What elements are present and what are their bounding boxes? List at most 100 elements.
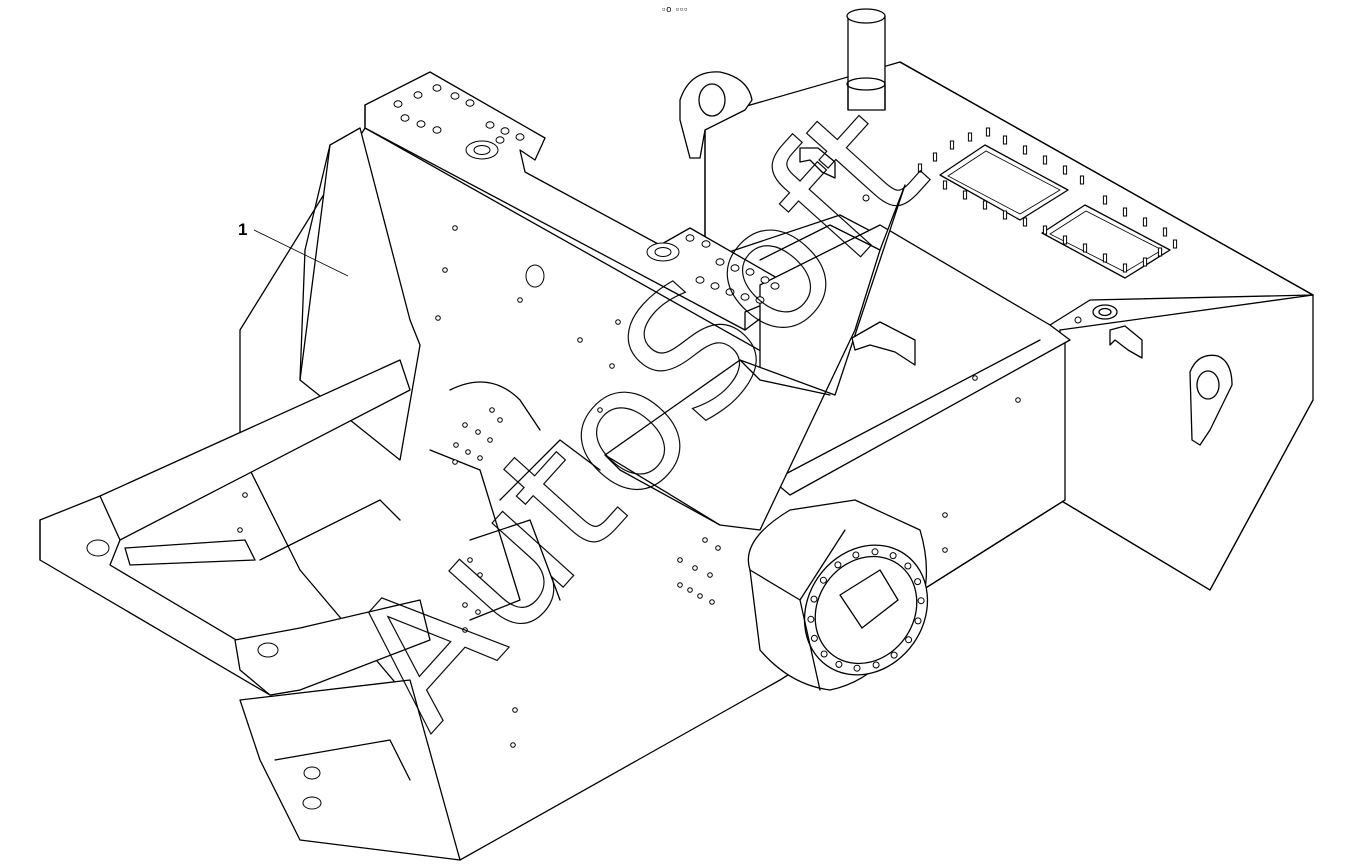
hatch-stud: [1002, 135, 1008, 145]
swing-ring-bolts: [807, 548, 925, 672]
bracket-rear-2: [1109, 325, 1143, 359]
deck-hole: [701, 240, 711, 248]
deck-hole: [413, 91, 423, 99]
swing-ring: [747, 499, 929, 691]
wall-hole: [677, 557, 683, 563]
hatch-stud: [1082, 243, 1088, 253]
wall-hole: [972, 375, 978, 381]
wall-hole: [467, 557, 473, 563]
ring-bolt-hole: [890, 651, 898, 659]
wall-hole: [709, 599, 715, 605]
top-reference-mark: ▫o ▫▫▫: [662, 4, 689, 14]
hatch-stud: [1042, 225, 1048, 235]
hatch-stud: [1142, 257, 1148, 267]
hatch-stud: [962, 190, 968, 200]
ring-bolt-hole: [819, 576, 827, 584]
callout-leader-1: [253, 229, 349, 277]
wall-hole: [577, 337, 583, 343]
hatch-stud: [1102, 195, 1108, 205]
deck-hole: [393, 100, 403, 108]
deck-hole: [400, 114, 410, 122]
wall-hole: [677, 582, 683, 588]
front-crossbeam: [39, 359, 411, 696]
hatch-stud: [1002, 210, 1008, 220]
ring-bolt-hole: [835, 660, 843, 668]
ring-bolt-hole: [810, 634, 818, 642]
hatch-stud: [949, 140, 955, 150]
ring-bolt-hole: [917, 597, 925, 605]
flange-rear: [862, 194, 1118, 324]
wall-hole: [487, 437, 493, 443]
deck-hole: [760, 276, 770, 284]
hatch-stud: [917, 163, 923, 173]
inspection-hatch-1: [939, 144, 1069, 221]
wall-hole: [465, 449, 471, 455]
deck-hole: [710, 282, 720, 290]
deck-hole: [740, 293, 750, 301]
lower-mount-plate: [239, 679, 461, 861]
hatch-stud: [1079, 175, 1085, 185]
wall-hole: [453, 442, 459, 448]
wall-hole: [1015, 397, 1021, 403]
wall-hole: [497, 417, 503, 423]
wall-hole: [942, 512, 948, 518]
wall-hole: [707, 572, 713, 578]
deck-hole: [495, 136, 505, 144]
hatch-stud: [982, 200, 988, 210]
deck-hole: [450, 92, 460, 100]
ring-bolt-hole: [914, 617, 922, 625]
hatch-stud: [1122, 263, 1128, 273]
hatch-stud: [1172, 239, 1178, 249]
deck-hole: [730, 264, 740, 272]
wall-hole: [462, 627, 468, 633]
deck-hole: [745, 268, 755, 276]
wall-hole: [715, 545, 721, 551]
ring-bolt-hole: [834, 561, 842, 569]
wall-hole: [687, 587, 693, 593]
ring-bolt-hole: [853, 664, 861, 672]
wall-hole: [697, 593, 703, 599]
hatch-stud: [1162, 227, 1168, 237]
hatch-stud: [1042, 155, 1048, 165]
wall-hole: [475, 609, 481, 615]
deck-hole: [432, 126, 442, 134]
wall-hole: [489, 407, 495, 413]
hatch-stud: [1022, 217, 1028, 227]
hatch-stud: [1062, 235, 1068, 245]
ring-bolt-hole: [914, 578, 922, 586]
ring-bolt-hole: [820, 650, 828, 658]
hatch-stud: [932, 152, 938, 162]
ring-bolt-hole: [904, 562, 912, 570]
hatch-stud: [1102, 253, 1108, 263]
hatch-bolts: [917, 127, 1178, 273]
hatch-stud: [1142, 217, 1148, 227]
wall-hole: [942, 547, 948, 553]
hatch-stud: [942, 180, 948, 190]
deck-hole: [500, 127, 510, 135]
wall-hole: [442, 267, 448, 273]
deck-hole: [485, 121, 495, 129]
deck-hole: [715, 258, 725, 266]
wall-hole: [477, 572, 483, 578]
deck-holes: [393, 84, 780, 304]
wall-hole: [462, 602, 468, 608]
callout-label-1: 1: [238, 220, 248, 239]
hatch-stud: [1122, 207, 1128, 217]
deck-hole: [755, 296, 765, 304]
ring-bolt-hole: [871, 548, 879, 556]
wall-hole: [477, 455, 483, 461]
lifting-eye-left: [679, 71, 753, 159]
deck-boss-bore: [473, 145, 491, 155]
hatch-stud: [1062, 165, 1068, 175]
ring-bolt-hole: [807, 615, 815, 623]
ring-bolt-hole: [889, 552, 897, 560]
exhaust-cylinder: [846, 8, 886, 111]
wall-hole: [609, 363, 615, 369]
deck-hole: [695, 276, 705, 284]
deck-hole: [770, 282, 780, 290]
wall-hole: [475, 429, 481, 435]
deck-hole: [725, 288, 735, 296]
deck-hole: [685, 234, 695, 242]
wall-hole: [615, 319, 621, 325]
